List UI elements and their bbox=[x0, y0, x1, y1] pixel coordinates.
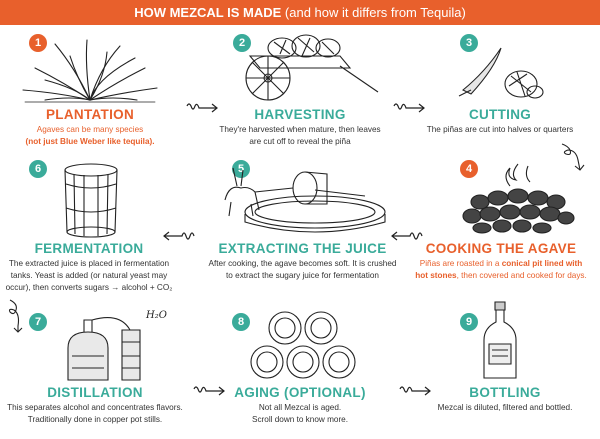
arrow-7-to-8 bbox=[193, 386, 225, 396]
header-title: HOW MEZCAL IS MADE bbox=[134, 5, 282, 20]
step-8-aging: AGING (OPTIONAL) Not all Mezcal is aged.… bbox=[210, 385, 390, 426]
arrow-4-to-5 bbox=[391, 231, 423, 241]
step-8-title: AGING (OPTIONAL) bbox=[234, 385, 366, 400]
step-4-description: Piñas are roasted in a conical pit lined… bbox=[402, 258, 600, 282]
step-2-desc-line2: are cut off to reveal the piña bbox=[249, 137, 351, 146]
step-8-number: 8 bbox=[232, 313, 250, 331]
step-9-bottling: BOTTLING Mezcal is diluted, filtered and… bbox=[415, 385, 595, 414]
step-1-title: PLANTATION bbox=[46, 107, 134, 122]
step-1-desc-line2: (not just Blue Weber like tequila). bbox=[25, 137, 155, 146]
header-banner: HOW MEZCAL IS MADE (and how it differs f… bbox=[0, 0, 600, 25]
header-subtitle: (and how it differs from Tequila) bbox=[281, 5, 466, 20]
arrow-8-to-9 bbox=[399, 386, 431, 396]
step-8-desc-line2: Scroll down to know more. bbox=[251, 415, 348, 424]
step-9-desc-line1: Mezcal is diluted, filtered and bottled. bbox=[437, 403, 573, 412]
step-1-description: Agaves can be many species (not just Blu… bbox=[0, 124, 180, 148]
step-2-description: They're harvested when mature, then leav… bbox=[210, 124, 390, 148]
step-4-desc-b: conical pit lined with bbox=[501, 259, 583, 268]
step-4-desc-d: , then covered and cooked for days. bbox=[456, 271, 587, 280]
step-9-title: BOTTLING bbox=[469, 385, 541, 400]
step-4-desc-c: hot stones bbox=[415, 271, 457, 280]
step-4-cooking: COOKING THE AGAVE Piñas are roasted in a… bbox=[402, 241, 600, 282]
h2o-label: H₂O bbox=[146, 310, 167, 321]
step-5-description: After cooking, the agave becomes soft. I… bbox=[195, 258, 410, 282]
step-8-description: Not all Mezcal is aged. Scroll down to k… bbox=[210, 402, 390, 426]
step-7-desc-line2: Traditionally done in copper pot stills. bbox=[27, 415, 163, 424]
step-6-description: The extracted juice is placed in ferment… bbox=[0, 258, 184, 294]
step-1-desc-line1: Agaves can be many species bbox=[36, 125, 144, 134]
machete-pina-illustration bbox=[455, 42, 545, 102]
step-5-number: 5 bbox=[232, 160, 250, 178]
step-3-title: CUTTING bbox=[468, 107, 532, 122]
step-3-number: 3 bbox=[460, 34, 478, 52]
fermentation-tank-illustration bbox=[60, 162, 122, 238]
step-4-number: 4 bbox=[460, 160, 478, 178]
arrow-3-to-4 bbox=[561, 143, 585, 171]
step-9-number: 9 bbox=[460, 313, 478, 331]
step-5-desc-line1: After cooking, the agave becomes soft. I… bbox=[208, 259, 397, 268]
step-6-desc-line3: occur), then converts sugars → alcohol +… bbox=[5, 283, 173, 292]
step-2-desc-line1: They're harvested when mature, then leav… bbox=[219, 125, 381, 134]
cart-illustration bbox=[240, 30, 380, 106]
step-4-desc-a: Piñas are roasted in a bbox=[419, 259, 502, 268]
bottle-illustration bbox=[480, 300, 520, 382]
step-6-desc-line1: The extracted juice is placed in ferment… bbox=[8, 259, 170, 268]
step-7-title: DISTILLATION bbox=[47, 385, 143, 400]
arrow-6-to-7 bbox=[8, 299, 23, 333]
step-5-title: EXTRACTING THE JUICE bbox=[218, 241, 387, 256]
step-6-number: 6 bbox=[29, 160, 47, 178]
step-2-title: HARVESTING bbox=[254, 107, 346, 122]
arrow-2-to-3 bbox=[393, 103, 425, 113]
barrels-illustration bbox=[247, 310, 365, 382]
step-7-desc-line1: This separates alcohol and concentrates … bbox=[7, 403, 183, 412]
agave-plant-illustration bbox=[15, 38, 165, 106]
arrow-5-to-6 bbox=[163, 231, 195, 241]
step-5-extracting: EXTRACTING THE JUICE After cooking, the … bbox=[195, 241, 410, 282]
step-7-number: 7 bbox=[29, 313, 47, 331]
roasting-pit-illustration bbox=[458, 162, 578, 234]
step-2-harvesting: HARVESTING They're harvested when mature… bbox=[210, 107, 390, 148]
step-1-number: 1 bbox=[29, 34, 47, 52]
pot-still-illustration bbox=[60, 306, 160, 382]
arrow-1-to-2 bbox=[186, 103, 218, 113]
step-2-number: 2 bbox=[233, 34, 251, 52]
step-3-cutting: CUTTING The piñas are cut into halves or… bbox=[410, 107, 590, 136]
step-6-desc-line2: tanks. Yeast is added (or natural yeast … bbox=[10, 271, 168, 280]
step-1-plantation: PLANTATION Agaves can be many species (n… bbox=[0, 107, 180, 148]
step-6-fermentation: FERMENTATION The extracted juice is plac… bbox=[0, 241, 184, 294]
step-5-desc-line2: to extract the sugary juice for fermenta… bbox=[226, 271, 379, 280]
step-7-distillation: DISTILLATION This separates alcohol and … bbox=[0, 385, 190, 426]
tahona-mill-illustration bbox=[215, 162, 390, 236]
step-7-description: This separates alcohol and concentrates … bbox=[0, 402, 190, 426]
step-4-title: COOKING THE AGAVE bbox=[425, 241, 577, 256]
step-3-desc-line1: The piñas are cut into halves or quarter… bbox=[426, 125, 574, 134]
step-3-description: The piñas are cut into halves or quarter… bbox=[410, 124, 590, 136]
step-9-description: Mezcal is diluted, filtered and bottled. bbox=[415, 402, 595, 414]
step-6-title: FERMENTATION bbox=[34, 241, 144, 256]
step-8-desc-line1: Not all Mezcal is aged. bbox=[258, 403, 342, 412]
